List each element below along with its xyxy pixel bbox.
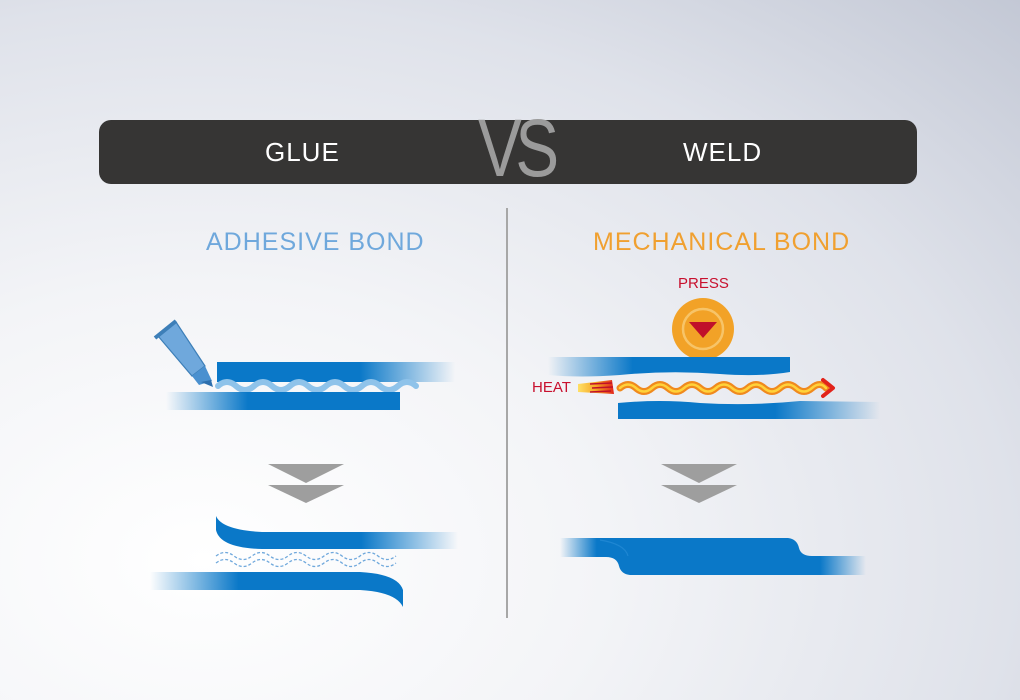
glue-residue (215, 551, 397, 568)
glue-layer (215, 379, 419, 393)
press-icon (672, 298, 734, 360)
peeled-bottom-strip (150, 572, 403, 607)
center-divider (506, 208, 508, 618)
peeled-top-strip (216, 516, 458, 549)
weld-bottom-strip (618, 401, 880, 419)
weld-top-strip (548, 357, 790, 377)
heat-wave-arrow-icon (616, 378, 835, 398)
adhesive-bond-heading: ADHESIVE BOND (206, 228, 425, 256)
weld-label: WELD (683, 137, 763, 167)
header-bar: GLUE WELD (99, 120, 917, 184)
flame-icon (578, 380, 614, 394)
top-strip (217, 362, 455, 382)
down-chevron-icon (268, 464, 344, 503)
welded-strip (560, 538, 866, 575)
bottom-strip (166, 392, 400, 410)
glue-tube-icon (153, 319, 213, 387)
down-chevron-icon (661, 464, 737, 503)
glue-label: GLUE (265, 137, 340, 167)
press-label: PRESS (678, 275, 729, 292)
heat-label: HEAT (532, 379, 571, 396)
vs-label: VS (478, 103, 559, 194)
mechanical-bond-heading: MECHANICAL BOND (593, 228, 851, 256)
